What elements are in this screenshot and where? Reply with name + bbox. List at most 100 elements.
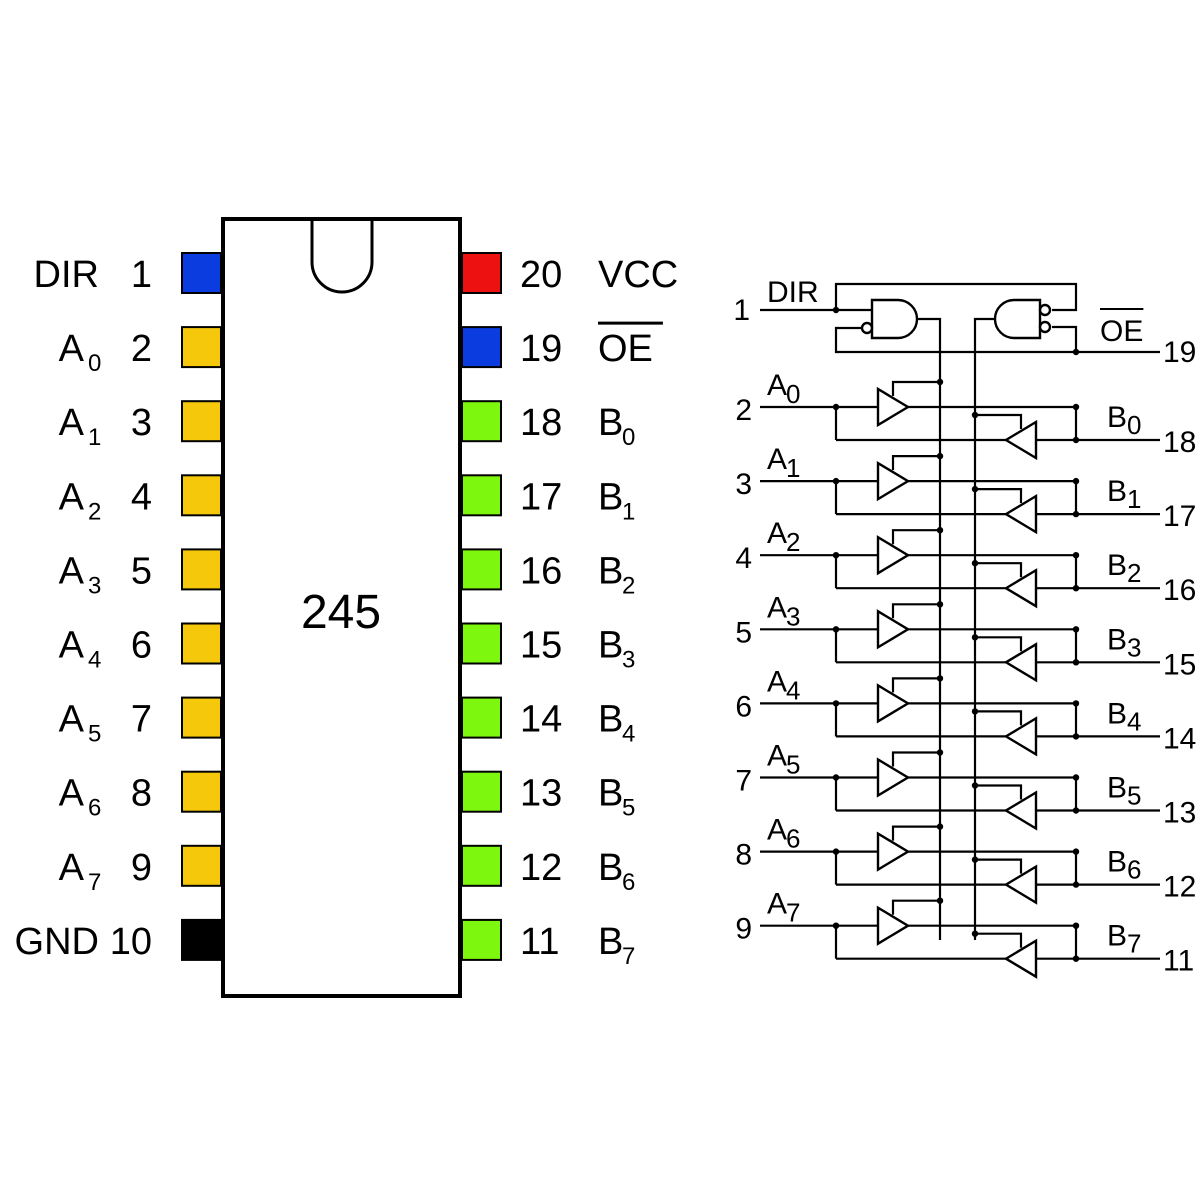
pin-pad	[181, 252, 222, 294]
pin-pad	[461, 252, 502, 294]
b-label: B	[1107, 920, 1127, 953]
pin-number: 17	[520, 476, 562, 518]
junction-dot	[936, 675, 944, 682]
pin-number: 10	[110, 921, 152, 963]
buffer-a-to-b	[876, 535, 911, 576]
junction-dot	[1072, 733, 1080, 740]
buffer-b-to-a	[1003, 493, 1038, 535]
buffer-b-to-a	[1003, 790, 1038, 831]
b-label-subscript: 2	[1127, 558, 1141, 588]
junction-dot	[971, 411, 979, 419]
pin-label-subscript: 5	[622, 795, 635, 822]
pin-label: A	[59, 328, 85, 370]
pin-label: VCC	[598, 254, 678, 296]
junction-dot	[1072, 477, 1080, 485]
b-label: B	[1107, 549, 1127, 582]
junction-dot	[936, 378, 944, 386]
a-label: A	[767, 591, 787, 624]
buffer-a-to-b	[876, 831, 911, 872]
junction-dot	[936, 897, 944, 904]
pin-label: B	[598, 699, 623, 741]
pin-label-subscript: 2	[88, 498, 101, 525]
buffer-a-to-b	[876, 905, 911, 946]
b-pin-number: 17	[1163, 500, 1196, 533]
pin-pad	[461, 918, 502, 961]
b-label-subscript: 7	[1127, 929, 1141, 959]
a-label-subscript: 3	[786, 601, 800, 631]
pin-pad	[181, 696, 222, 739]
pin-number: 1	[131, 254, 152, 296]
pin-label: B	[598, 402, 623, 444]
pin-number: 9	[131, 847, 152, 889]
junction-dot	[971, 856, 979, 863]
enable-bus-b-to-a	[973, 317, 995, 940]
pin-pad	[461, 548, 502, 591]
b-label-subscript: 4	[1127, 706, 1141, 736]
b-label-subscript: 0	[1127, 410, 1141, 440]
a-label: A	[767, 665, 787, 698]
pin-pad	[461, 474, 502, 517]
b-label-subscript: 1	[1127, 484, 1141, 514]
a-pin-number: 5	[735, 616, 752, 649]
b-label: B	[1107, 772, 1127, 805]
reverse-enable-wire	[975, 636, 1023, 652]
b-pin-number: 18	[1163, 426, 1196, 459]
b-pin-number: 11	[1163, 945, 1194, 978]
junction-dot	[936, 749, 944, 756]
buffer-enable-wire	[891, 751, 940, 767]
pin-number: 7	[131, 699, 152, 741]
pin-pad	[181, 844, 222, 887]
buffer-a-to-b	[876, 386, 911, 428]
a-label-subscript: 5	[786, 750, 800, 780]
pin-label: A	[59, 476, 85, 518]
pin-label-subscript: 7	[622, 943, 635, 970]
junction-dot	[1072, 510, 1080, 518]
pin-number: 14	[520, 699, 562, 741]
pin-label: B	[598, 476, 623, 518]
pin-number: 18	[520, 402, 562, 444]
buffer-enable-wire	[891, 455, 940, 471]
junction-dot	[971, 634, 979, 641]
buffer-a-to-b	[876, 460, 911, 502]
junction-dot	[936, 527, 944, 534]
b-label: B	[1107, 697, 1127, 730]
b-pin-number: 13	[1163, 797, 1196, 830]
junction-dot	[1072, 807, 1080, 814]
junction-dot	[936, 452, 944, 460]
a-label: A	[767, 443, 787, 476]
junction-dot	[971, 930, 979, 937]
pin-pad	[181, 326, 222, 369]
pin-label: GND	[15, 921, 99, 963]
buffer-b-to-a	[1003, 864, 1038, 905]
pin-label: B	[598, 921, 623, 963]
buffer-enable-wire	[891, 603, 940, 619]
pin-label-subscript: 3	[88, 572, 101, 599]
pin-pad	[461, 844, 502, 887]
a-label-subscript: 2	[786, 527, 800, 557]
buffer-b-to-a	[1003, 716, 1038, 757]
pin-number: 15	[520, 625, 562, 667]
b-label-subscript: 5	[1127, 781, 1141, 811]
pin-label-subscript: 6	[622, 869, 635, 896]
left-pin-10: 10 GND	[15, 918, 222, 963]
pin-pad	[181, 548, 222, 591]
reverse-enable-wire	[975, 858, 1023, 874]
a-pin-number: 3	[735, 468, 752, 501]
a-label-subscript: 7	[786, 898, 800, 928]
junction-dot	[971, 708, 979, 715]
a-pin-number: 7	[735, 765, 752, 798]
pin-number: 11	[520, 921, 559, 963]
buffer-enable-wire	[891, 529, 940, 545]
